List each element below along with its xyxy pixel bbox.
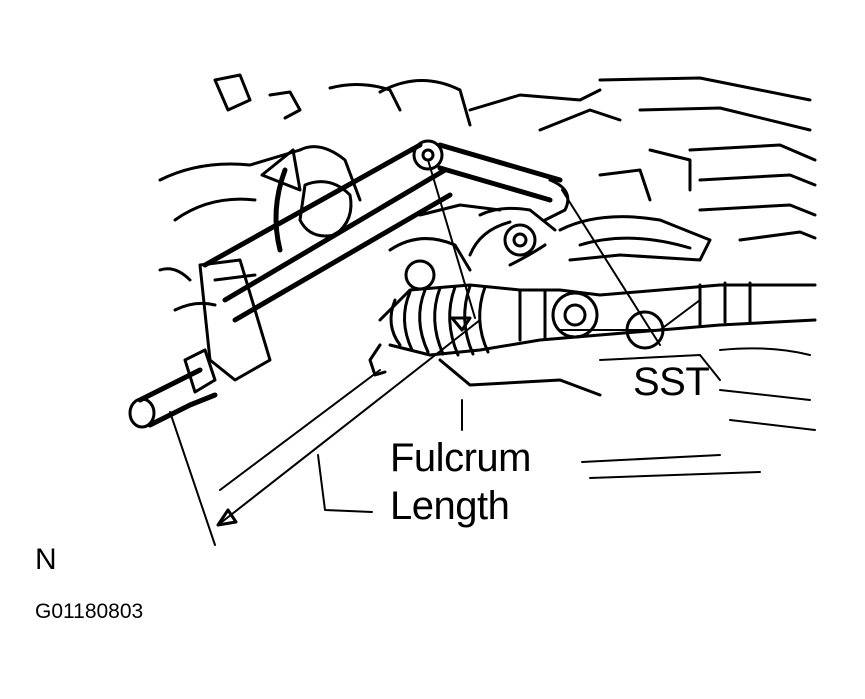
- figure-code: G01180803: [35, 600, 144, 623]
- direction-label: N: [35, 543, 57, 576]
- fulcrum-label-line1: Fulcrum: [390, 436, 531, 480]
- fulcrum-length-dimension: [169, 159, 761, 546]
- steering-rack: [368, 215, 817, 377]
- sst-tool: [128, 139, 570, 429]
- sst-label: SST: [633, 360, 710, 404]
- engine-background: [158, 73, 817, 431]
- fulcrum-length-label: Fulcrum Length: [390, 434, 531, 530]
- fulcrum-label-line2: Length: [390, 484, 510, 528]
